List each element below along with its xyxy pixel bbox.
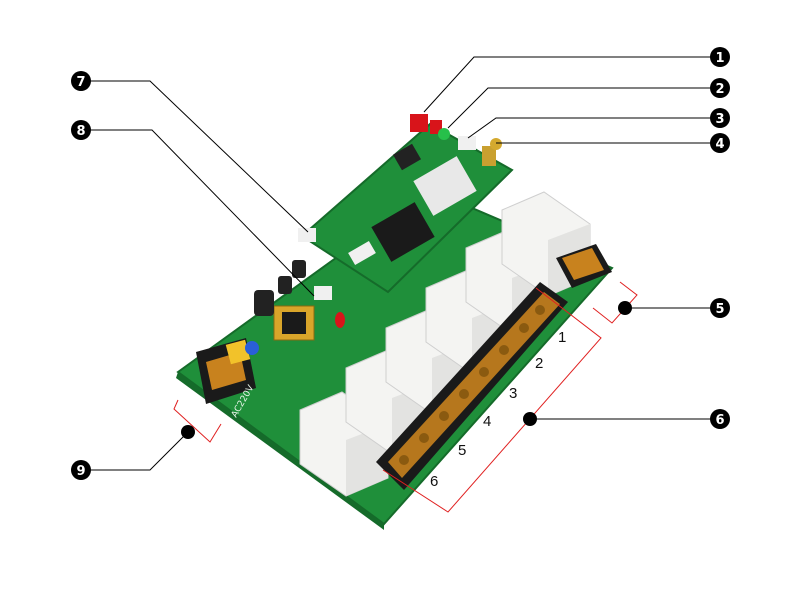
callout-badge-9: 9: [71, 460, 91, 480]
callout-label-3: 3: [715, 112, 724, 127]
red-buttons: [410, 114, 442, 134]
callout-label-9: 9: [76, 464, 85, 479]
callout-label-1: 1: [715, 51, 724, 66]
callout-badge-4: 4: [710, 133, 730, 153]
bracket-terminal-5: [592, 281, 638, 324]
bracket-ac-terminal: [173, 399, 222, 443]
bracket-terminal-6: [382, 287, 602, 513]
callout-badge-6: 6: [710, 409, 730, 429]
callout-label-8: 8: [76, 124, 85, 139]
gsm-module-board: [298, 122, 514, 294]
red-led: [335, 312, 345, 328]
connector-3: [458, 136, 476, 150]
relay-number-5: 5: [458, 442, 466, 459]
switch-8: [314, 286, 332, 300]
callout-line-7: [90, 80, 309, 233]
callout-dots: [181, 301, 632, 439]
transformer: [273, 305, 315, 341]
relay-number-2: 2: [535, 355, 543, 372]
pcb-edge: [176, 372, 384, 530]
callout-badge-3: 3: [710, 108, 730, 128]
relay-number-4: 4: [483, 413, 491, 430]
callout-badge-1: 1: [710, 47, 730, 67]
capacitors: [254, 260, 306, 316]
green-led: [438, 128, 450, 140]
callout-badge-5: 5: [710, 298, 730, 318]
input-terminal: [556, 244, 612, 288]
callout-line-9: [90, 431, 189, 471]
callout-label-4: 4: [715, 137, 724, 152]
antenna-connector: [482, 138, 502, 166]
callout-label-6: 6: [715, 413, 724, 428]
callout-line-2: [447, 87, 711, 129]
relay-number-1: 1: [558, 329, 566, 346]
callout-badge-2: 2: [710, 78, 730, 98]
callout-lines: [90, 56, 711, 471]
callout-badge-8: 8: [71, 120, 91, 140]
relay-number-3: 3: [509, 385, 517, 402]
output-terminal-block: [376, 282, 568, 490]
callout-line-1: [423, 56, 711, 113]
relay-number-6: 6: [430, 473, 438, 490]
callout-label-2: 2: [715, 82, 724, 97]
callout-label-7: 7: [76, 75, 85, 90]
callout-label-5: 5: [715, 302, 724, 317]
ac-power-terminal: [196, 338, 259, 404]
callout-badge-7: 7: [71, 71, 91, 91]
callout-line-8: [90, 129, 315, 297]
callout-line-3: [467, 117, 711, 139]
